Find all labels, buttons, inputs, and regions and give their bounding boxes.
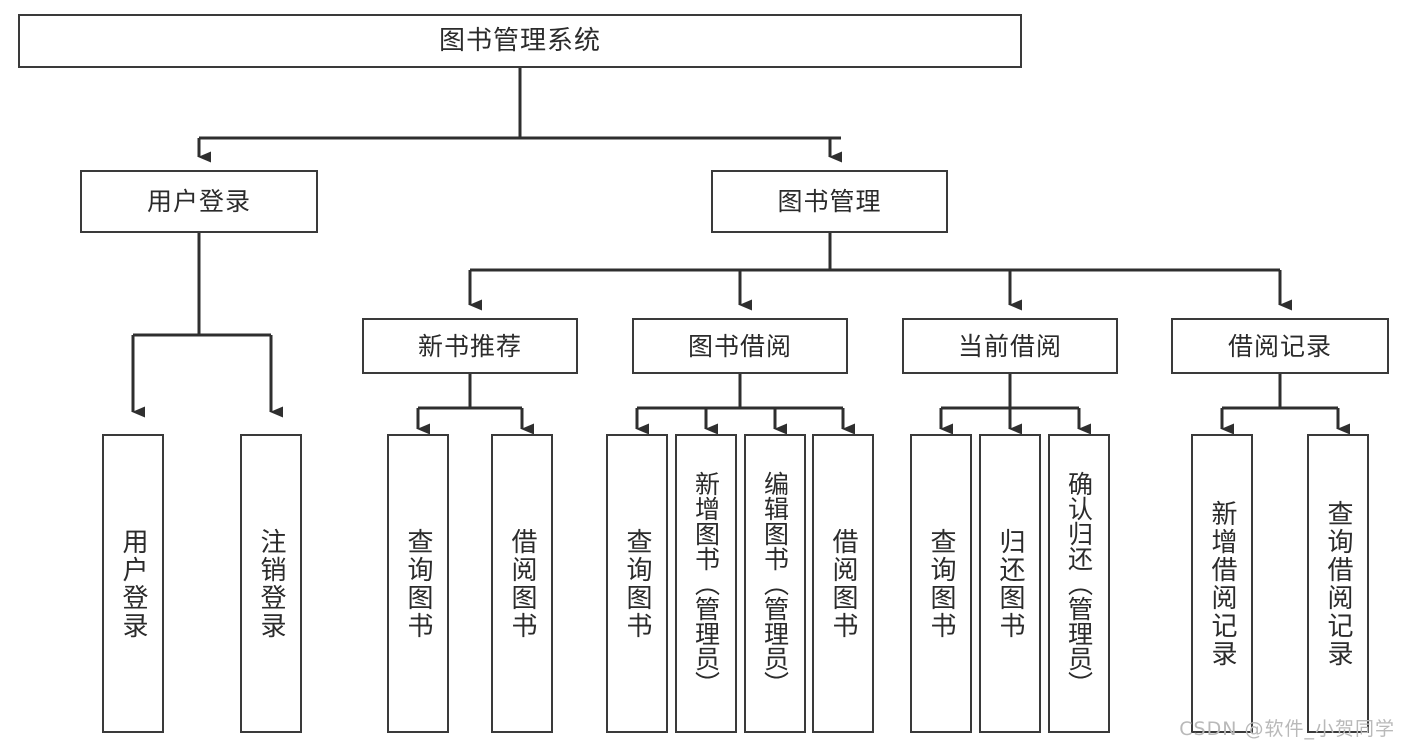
leaf-current-return-book[interactable]: 归还图书 xyxy=(979,434,1041,733)
leaf-new-book-borrow[interactable]: 借阅图书 xyxy=(491,434,553,733)
node-borrow-record[interactable]: 借阅记录 xyxy=(1171,318,1389,374)
leaf-borrow-borrow-book[interactable]: 借阅图书 xyxy=(812,434,874,733)
node-root-system[interactable]: 图书管理系统 xyxy=(18,14,1022,68)
leaf-new-book-query[interactable]: 查询图书 xyxy=(387,434,449,733)
leaf-record-add-record[interactable]: 新增借阅记录 xyxy=(1191,434,1253,733)
node-user-login[interactable]: 用户登录 xyxy=(80,170,318,233)
leaf-record-query-record[interactable]: 查询借阅记录 xyxy=(1307,434,1369,733)
leaf-user-login-login[interactable]: 用户登录 xyxy=(102,434,164,733)
node-new-book-recommend[interactable]: 新书推荐 xyxy=(362,318,578,374)
leaf-current-confirm-return-admin[interactable]: 确认归还（管理员） xyxy=(1048,434,1110,733)
leaf-user-login-logout[interactable]: 注销登录 xyxy=(240,434,302,733)
node-current-borrow[interactable]: 当前借阅 xyxy=(902,318,1118,374)
leaf-borrow-edit-book-admin[interactable]: 编辑图书（管理员） xyxy=(744,434,806,733)
leaf-borrow-add-book-admin[interactable]: 新增图书（管理员） xyxy=(675,434,737,733)
leaf-borrow-query-book[interactable]: 查询图书 xyxy=(606,434,668,733)
node-book-borrow[interactable]: 图书借阅 xyxy=(632,318,848,374)
leaf-current-query-book[interactable]: 查询图书 xyxy=(910,434,972,733)
node-book-management[interactable]: 图书管理 xyxy=(711,170,948,233)
